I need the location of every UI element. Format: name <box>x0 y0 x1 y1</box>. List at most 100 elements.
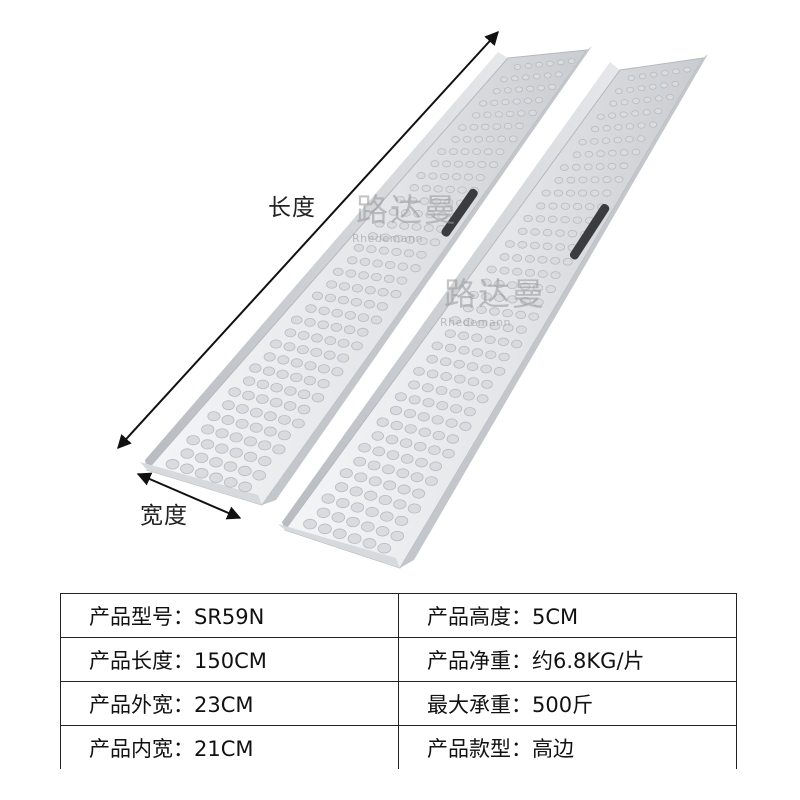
perforation-hole <box>256 394 269 404</box>
perforation-hole <box>560 216 570 224</box>
perforation-hole <box>296 345 309 355</box>
perforation-hole <box>430 160 440 168</box>
perforation-hole <box>361 521 375 532</box>
perforation-hole <box>221 415 235 425</box>
perforation-hole <box>424 476 438 487</box>
perforation-hole <box>590 125 600 133</box>
perforation-hole <box>317 364 330 374</box>
perforation-hole <box>485 350 497 360</box>
perforation-hole <box>536 202 546 210</box>
perforation-hole <box>458 331 470 341</box>
perforation-hole <box>442 448 455 459</box>
spec-row: 产品内宽：21CM 产品款型：高边 <box>60 725 737 769</box>
perforation-hole <box>585 203 595 211</box>
perforation-hole <box>229 432 243 443</box>
perforation-hole <box>350 297 362 307</box>
perforation-hole <box>258 440 272 451</box>
perforation-hole <box>262 366 276 376</box>
perforation-hole <box>383 274 395 284</box>
perforation-hole <box>201 424 215 435</box>
spec-cell: 产品内宽：21CM <box>60 725 399 769</box>
length-label: 长度 <box>268 195 316 221</box>
perforation-hole <box>381 464 395 475</box>
perforation-hole <box>345 269 357 278</box>
perforation-hole <box>494 111 503 118</box>
perforation-hole <box>389 405 403 416</box>
right-ramp-holes <box>303 66 691 554</box>
perforation-hole <box>396 468 410 479</box>
perforation-hole <box>486 265 497 274</box>
spec-label: 产品高度： <box>427 604 532 629</box>
perforation-hole <box>440 372 452 381</box>
perforation-hole <box>578 138 587 146</box>
perforation-hole <box>305 304 317 313</box>
perforation-hole <box>243 436 257 447</box>
perforation-hole <box>410 472 424 483</box>
perforation-hole <box>448 148 458 156</box>
perforation-hole <box>648 83 657 90</box>
perforation-hole <box>517 110 526 117</box>
perforation-hole <box>416 172 426 180</box>
perforation-hole <box>515 86 523 93</box>
perforation-hole <box>200 439 215 450</box>
perforation-hole <box>359 257 371 266</box>
spec-value: 约6.8KG/片 <box>532 648 645 673</box>
perforation-hole <box>397 262 409 271</box>
perforation-hole <box>324 293 336 303</box>
perforation-hole <box>545 285 556 294</box>
perforation-hole <box>278 415 291 425</box>
perforation-hole <box>440 172 450 180</box>
perforation-hole <box>317 320 329 330</box>
perforation-hole <box>358 271 370 280</box>
perforation-hole <box>215 443 229 454</box>
perforation-hole <box>462 136 472 143</box>
perforation-hole <box>317 379 330 389</box>
perforation-hole <box>311 392 325 403</box>
perforation-hole <box>393 499 407 510</box>
perforation-hole <box>524 268 536 277</box>
perforation-hole <box>503 122 513 130</box>
perforation-hole <box>512 254 523 262</box>
spec-row: 产品长度：150CM 产品净重：约6.8KG/片 <box>60 637 737 682</box>
perforation-hole <box>270 339 282 349</box>
perforation-hole <box>415 457 428 468</box>
spec-cell: 产品外宽：23CM <box>60 681 399 726</box>
perforation-hole <box>436 401 449 411</box>
perforation-hole <box>602 189 612 197</box>
perforation-hole <box>421 383 434 393</box>
perforation-hole <box>463 391 475 401</box>
perforation-hole <box>357 313 370 323</box>
perforation-hole <box>367 460 381 471</box>
perforation-hole <box>256 379 270 390</box>
perforation-hole <box>567 58 576 65</box>
perforation-hole <box>477 161 487 168</box>
perforation-hole <box>331 308 343 318</box>
perforation-hole <box>303 518 317 530</box>
perforation-hole <box>555 229 565 237</box>
perforation-hole <box>442 160 452 168</box>
perforation-hole <box>504 240 515 248</box>
perforation-hole <box>666 94 675 101</box>
spec-cell: 产品长度：150CM <box>60 637 399 682</box>
perforation-hole <box>377 542 392 554</box>
perforation-hole <box>572 216 583 224</box>
perforation-hole <box>458 124 467 131</box>
perforation-hole <box>440 357 452 367</box>
perforation-hole <box>512 267 523 276</box>
perforation-hole <box>326 280 338 289</box>
perforation-hole <box>346 516 360 528</box>
perforation-hole <box>626 86 635 93</box>
perforation-hole <box>194 452 209 464</box>
perforation-hole <box>364 286 376 295</box>
perforation-hole <box>546 60 554 67</box>
perforation-hole <box>467 377 480 387</box>
perforation-hole <box>507 295 518 304</box>
perforation-hole <box>499 253 510 261</box>
perforation-hole <box>351 341 363 351</box>
perforation-hole <box>607 162 617 170</box>
perforation-hole <box>511 339 523 349</box>
perforation-hole <box>463 173 473 181</box>
perforation-hole <box>495 148 505 156</box>
perforation-hole <box>683 66 691 73</box>
watermark-logo: 路达曼 <box>444 275 547 313</box>
